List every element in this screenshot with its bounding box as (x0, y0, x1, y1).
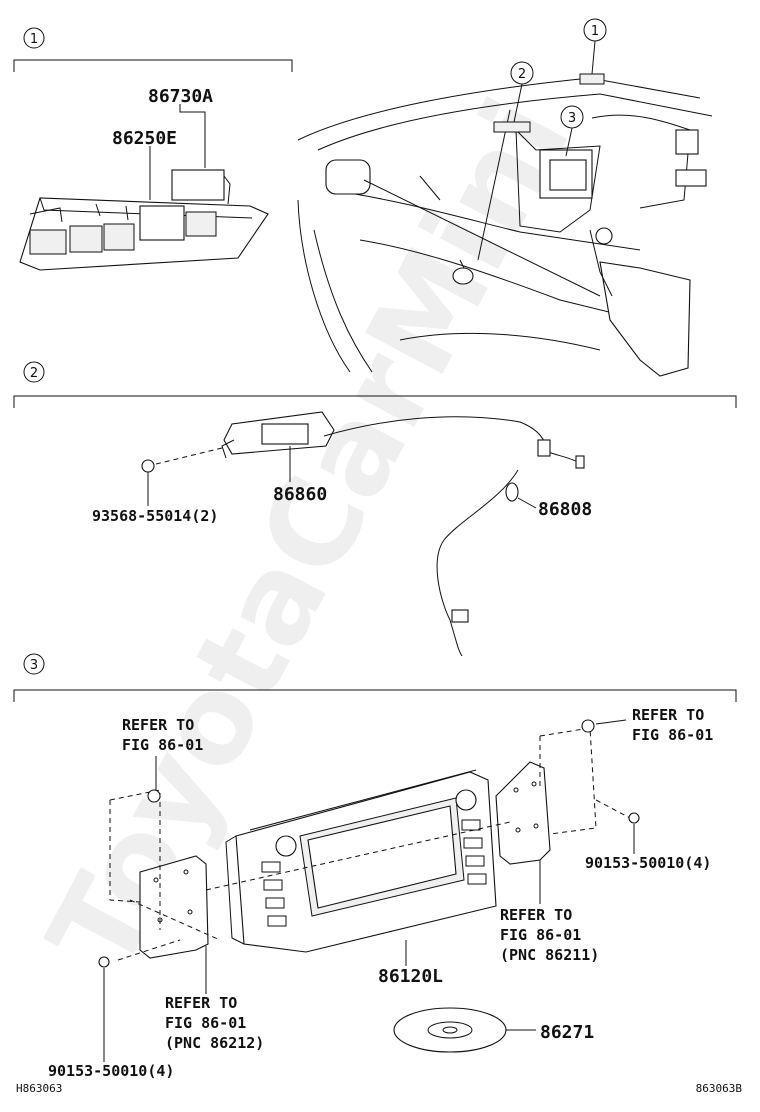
section-1-marker-text: 1 (30, 32, 38, 47)
disc-illustration (393, 1007, 507, 1053)
head-unit-illustration (225, 769, 497, 953)
section-2-marker (23, 361, 45, 383)
leader-86808 (517, 497, 537, 509)
label-bolt-93568: 93568-55014(2) (92, 507, 218, 525)
section-3-bracket (13, 689, 737, 702)
label-86808: 86808 (538, 499, 592, 520)
label-86250e: 86250E (112, 128, 177, 149)
refer-right-mid-line2: FIG 86-01 (500, 926, 581, 944)
refer-right-top-line2: FIG 86-01 (632, 726, 713, 744)
callout-3-text: 3 (568, 111, 576, 126)
refer-left-bottom-line2: FIG 86-01 (165, 1014, 246, 1032)
section-3-marker (23, 653, 45, 675)
section-3-marker-text: 3 (30, 658, 38, 673)
section-3: 3 (13, 653, 737, 1080)
refer-right-mid-line3: (PNC 86211) (500, 946, 599, 964)
callout-2-text: 2 (518, 67, 526, 82)
refer-left-bottom-line1: REFER TO (165, 994, 237, 1012)
label-86120l: 86120L (378, 966, 443, 987)
dashed-guide-left (109, 789, 221, 941)
screw-left-bottom (98, 956, 110, 968)
antenna-module-illustration (221, 411, 335, 459)
label-86730a: 86730A (148, 86, 213, 107)
leader-86730a (179, 104, 206, 168)
switch-panel-illustration (19, 169, 269, 271)
refer-right-top-line1: REFER TO (632, 706, 704, 724)
cable-main (323, 416, 549, 453)
callout-3-leader (565, 127, 573, 157)
leader-refer-right-top (595, 719, 627, 725)
refer-left-top-line1: REFER TO (122, 716, 194, 734)
screw-right-mid (628, 812, 640, 824)
section-1-bracket (13, 59, 293, 72)
section-1: 1 86730A 86250E (13, 18, 713, 377)
cable-connector-a (575, 455, 585, 469)
label-86860: 86860 (273, 484, 327, 505)
screw-left-top (147, 789, 161, 803)
label-bolt-left: 90153-50010(4) (48, 1062, 174, 1080)
refer-left-top-line2: FIG 86-01 (122, 736, 203, 754)
refer-left-bottom-line3: (PNC 86212) (165, 1034, 264, 1052)
section-2-bracket (13, 395, 737, 408)
callout-1-leader (591, 40, 596, 75)
cable-lower (436, 469, 519, 657)
bracket-left-illustration (139, 855, 209, 959)
cable-branch (547, 451, 579, 463)
dashboard-illustration (297, 73, 713, 377)
section-1-marker (23, 27, 45, 49)
bolt-illustration (141, 447, 223, 473)
footer-left-code: H863063 (16, 1082, 62, 1095)
refer-right-mid-line1: REFER TO (500, 906, 572, 924)
cable-clamp (505, 482, 519, 502)
callout-2-leader (513, 83, 523, 123)
section-2: 2 93568-55014(2) 86860 86808 (13, 361, 737, 657)
footer-right-code: 863063B (696, 1082, 743, 1095)
label-86271: 86271 (540, 1022, 594, 1043)
bracket-right-illustration (495, 761, 551, 865)
section-2-marker-text: 2 (30, 366, 38, 381)
label-bolt-right: 90153-50010(4) (585, 854, 711, 872)
callout-1-text: 1 (591, 24, 599, 39)
dashed-guide-axis (117, 821, 511, 961)
cable-connector-b (537, 439, 551, 457)
dashed-guide-right (539, 727, 631, 835)
screw-right-top (581, 719, 595, 733)
cable-end-connector (451, 609, 469, 623)
